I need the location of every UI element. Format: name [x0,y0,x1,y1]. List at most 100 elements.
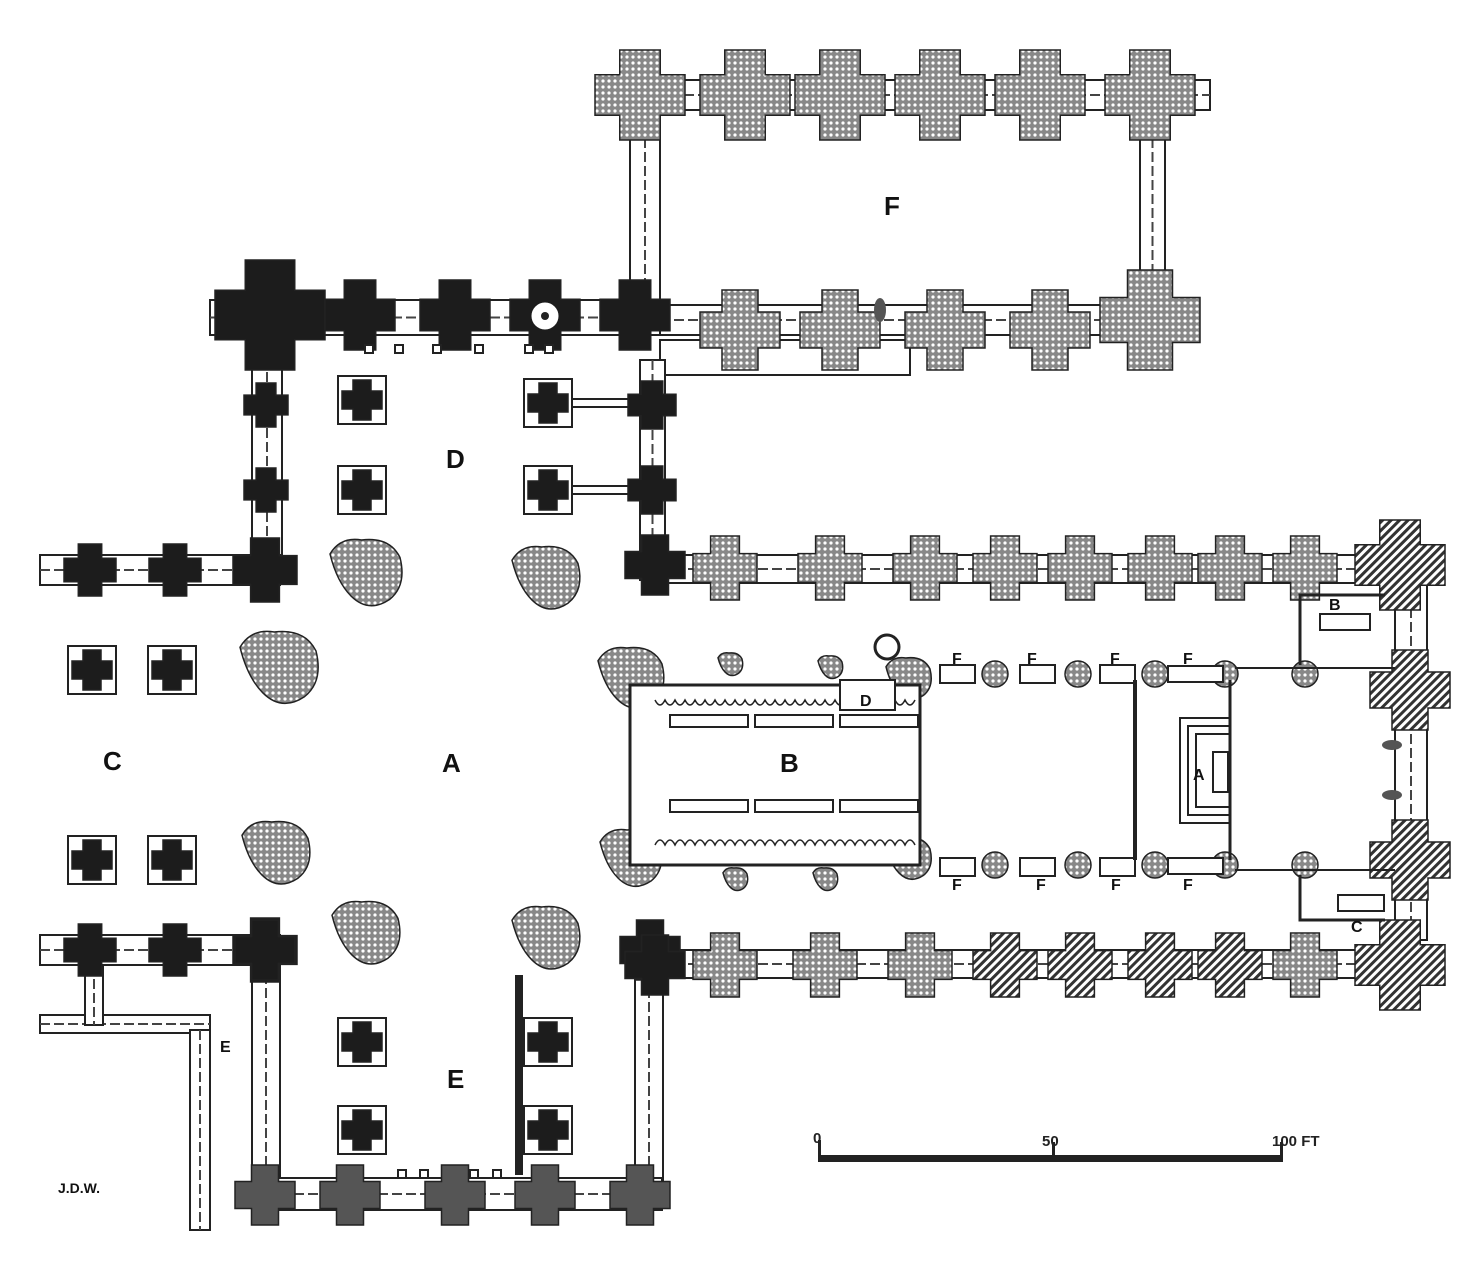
label-nave: C [103,746,122,776]
label-altar: A [1193,767,1205,784]
buttress-pier [972,932,1038,998]
buttress-pier [799,289,881,371]
buttress-pier [892,535,958,601]
buttress-pier [419,279,491,351]
fitting [1167,665,1224,683]
piers [63,49,1451,1226]
label-sacristy: D [860,693,872,710]
crossing-pier [722,867,749,892]
step [419,1169,429,1179]
fitting [1019,857,1056,877]
buttress-pier [63,543,117,597]
scale-mid: 50 [1042,1133,1059,1150]
buttress-pier [797,535,863,601]
stall-bench [669,799,749,813]
stall-bench [669,714,749,728]
buttress-pier [232,537,298,603]
column [1291,851,1319,879]
chapel-altar [1319,613,1371,631]
fitting [1167,857,1224,875]
buttress-pier [699,49,791,141]
buttress-pier [1369,649,1451,731]
screen-wall [515,975,523,1175]
buttress-pier [627,380,677,430]
buttress-pier [319,1164,381,1226]
buttress-pier [214,259,326,371]
buttress-pier [151,839,193,881]
buttress-pier [904,289,986,371]
buttress-pier [699,289,781,371]
column [981,851,1009,879]
stall-bench [754,799,834,813]
passage [659,339,911,376]
crossing-pier [331,900,401,965]
label-fitting: F [1027,651,1037,668]
buttress-pier [341,469,383,511]
stall-bench [839,714,919,728]
buttress-pier [514,1164,576,1226]
buttress-pier [527,1021,569,1063]
buttress-pier [151,649,193,691]
fitting [939,857,976,877]
buttress-pier [527,469,569,511]
buttress-pier [234,919,296,981]
buttress-pier [148,543,202,597]
crossing-pier [329,538,403,607]
label-south-chapel: C [1351,919,1363,936]
label-fitting: F [1183,651,1193,668]
sacristy [839,679,896,711]
label-crossing: A [442,748,461,778]
scale-bar-line [818,1155,1283,1162]
buttress-pier [243,467,289,513]
buttress-pier [1047,932,1113,998]
scale-zero: 0 [813,1130,821,1147]
window-sill [1382,740,1402,750]
crossing-pier [241,820,311,885]
label-fitting: F [1036,877,1046,894]
buttress-pier [1272,535,1338,601]
buttress-pier [1272,932,1338,998]
buttress-pier [1009,289,1091,371]
buttress-pier [527,382,569,424]
step [544,344,554,354]
label-side-chapel: E [220,1039,231,1056]
altar-step [1195,733,1231,808]
column [981,660,1009,688]
buttress-pier [1354,919,1446,1011]
label-fitting: F [1111,877,1121,894]
buttress-pier [887,932,953,998]
buttress-pier [1197,932,1263,998]
buttress-pier [894,49,986,141]
crossing-pier [717,652,744,677]
buttress-pier [1197,535,1263,601]
buttress-pier [424,1164,486,1226]
buttress-pier [324,279,396,351]
column [1064,660,1092,688]
crossing-pier [511,905,581,970]
chapel-altar [1337,894,1385,912]
buttress-pier [994,49,1086,141]
fittings [364,344,1395,1179]
column [1291,660,1319,688]
label-north-transept: D [446,444,465,474]
buttress-pier [1369,819,1451,901]
fitting [939,664,976,684]
fitting [1019,664,1056,684]
scale-tick [1052,1142,1055,1160]
label-cloister: F [884,191,900,221]
stair-turret [873,633,901,661]
chapel-screen [1298,593,1385,665]
altar [1212,751,1229,793]
buttress-pier [624,534,686,596]
scale-tick [1280,1142,1283,1160]
buttress-pier [341,379,383,421]
buttress-pier [1099,269,1201,371]
stair-newel [541,312,549,320]
buttress-pier [692,932,758,998]
scale-tick [818,1140,821,1160]
scale-bar: 0 50 100 FT [813,1130,1320,1162]
buttress-pier [972,535,1038,601]
label-fitting: F [952,877,962,894]
well [874,298,886,322]
